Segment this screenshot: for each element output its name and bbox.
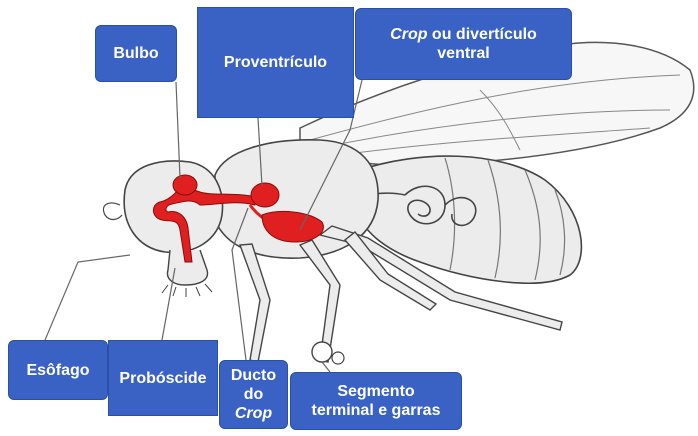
label-crop-em: Crop <box>390 26 427 43</box>
proventriculo-red <box>251 183 279 207</box>
abdomen <box>355 156 581 283</box>
label-proboscide: Probóscide <box>108 340 218 416</box>
head <box>124 161 222 252</box>
label-bulbo-text: Bulbo <box>113 44 158 63</box>
label-ducto-l1: Ducto <box>231 366 276 385</box>
label-segmento-l1: Segmento <box>337 382 414 401</box>
proboscis-hairs <box>162 284 212 297</box>
label-crop-line2: ventral <box>437 44 489 63</box>
label-ducto-crop: Ducto do Crop <box>219 360 288 429</box>
label-esofago-text: Esôfago <box>26 361 89 380</box>
bulbo-red <box>173 175 197 195</box>
label-segmento-l2: terminal e garras <box>312 401 441 420</box>
label-esofago: Esôfago <box>8 340 108 400</box>
terminal-claw-2 <box>332 352 344 364</box>
label-ducto-l3: Crop <box>235 404 272 423</box>
label-proventriculo: Proventrículo <box>197 7 354 118</box>
terminal-claw <box>312 342 332 362</box>
label-crop-rest: ou divertículo <box>427 26 536 43</box>
label-proboscide-text: Probóscide <box>119 369 206 388</box>
label-bulbo: Bulbo <box>95 25 177 82</box>
label-segmento-terminal: Segmento terminal e garras <box>290 372 462 430</box>
label-ducto-l2: do <box>244 385 264 404</box>
label-proventriculo-text: Proventrículo <box>224 53 327 72</box>
antenna <box>103 203 122 219</box>
label-crop-diverticulo: Crop ou divertículo ventral <box>355 8 572 80</box>
